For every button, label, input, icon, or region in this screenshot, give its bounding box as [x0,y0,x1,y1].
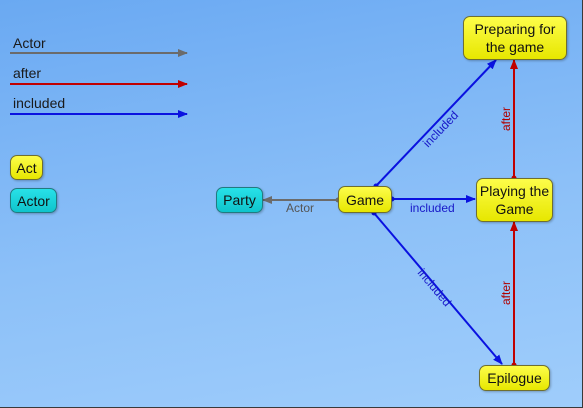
edge-label-game-preparing: included [420,108,461,150]
node-party[interactable]: Party [216,187,263,213]
legend-included-label: included [13,95,66,111]
node-preparing-for-the-game[interactable]: Preparing for the game [463,16,567,60]
edge-label-game-epilogue: included [415,266,454,309]
legend-act-node: Act [10,155,43,180]
node-game[interactable]: Game [338,186,392,213]
edge-game-epilogue[interactable] [371,210,503,365]
edge-label-game-playing: included [410,201,455,215]
edge-label-playing-preparing: after [499,107,513,131]
node-epilogue[interactable]: Epilogue [479,365,550,391]
node-playing-the-game[interactable]: Playing the Game [476,178,553,222]
legend-actor-node: Actor [10,188,57,213]
edge-game-preparing[interactable] [373,59,497,189]
edge-label-game-party: Actor [286,201,314,215]
edge-label-epilogue-playing: after [499,281,513,305]
legend-actor-label: Actor [13,35,46,51]
legend-after-label: after [13,65,42,81]
